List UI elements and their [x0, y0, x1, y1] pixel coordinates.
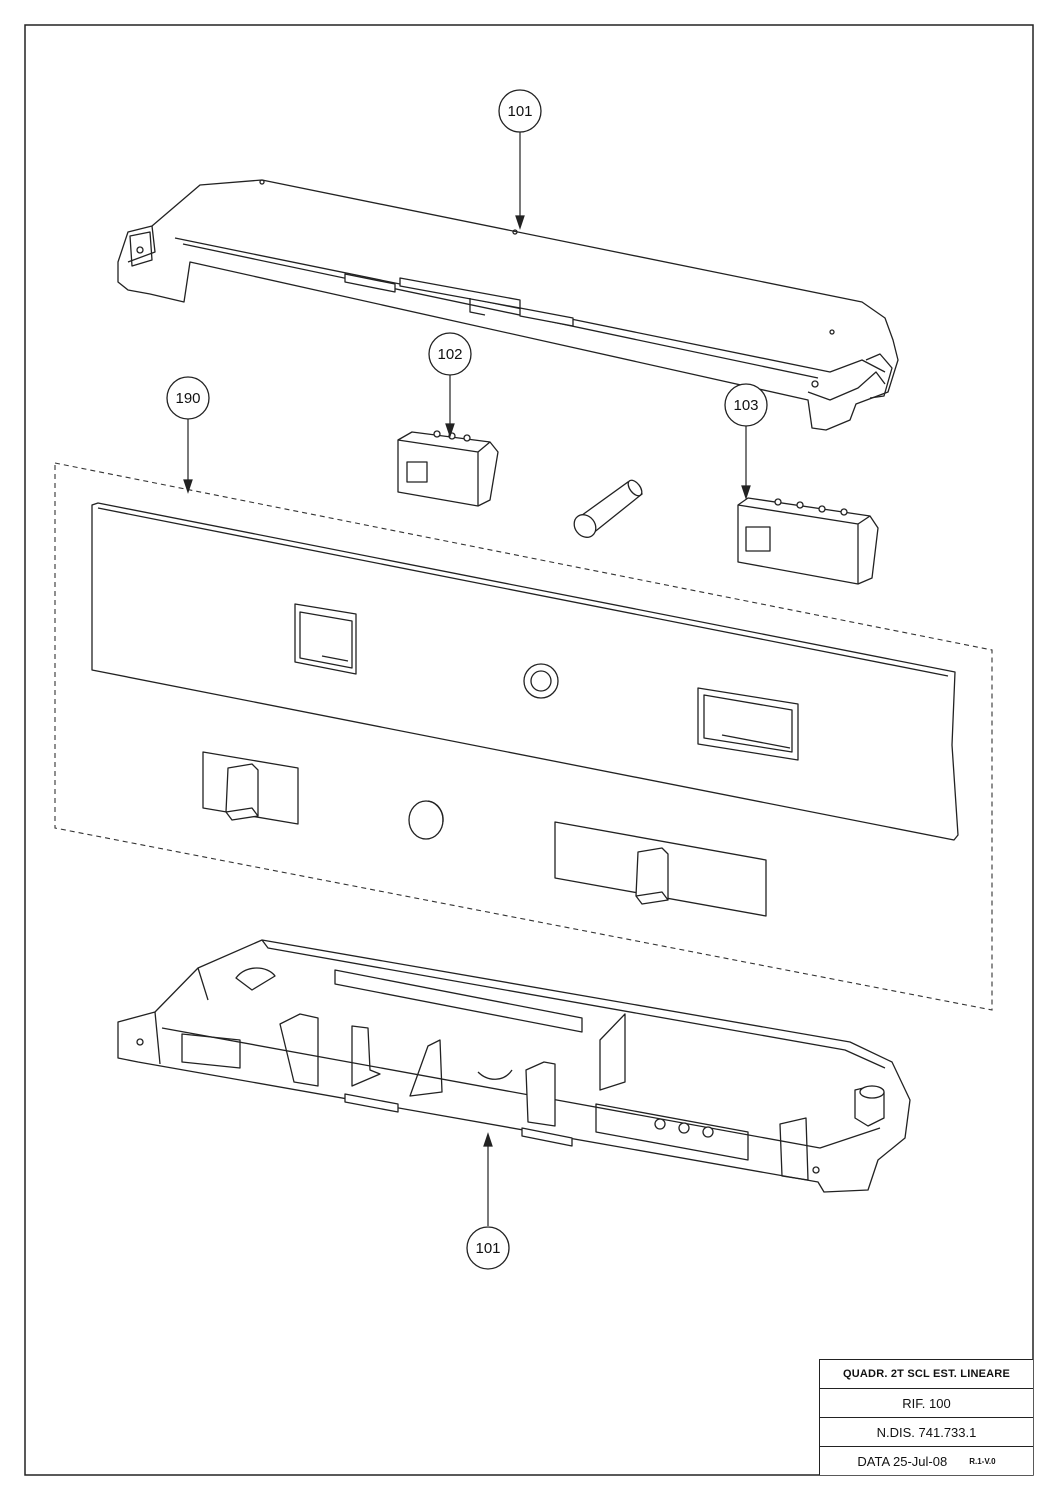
panel-group-boundary [54, 462, 993, 1011]
title-block-date: DATA 25-Jul-08 [857, 1454, 948, 1469]
left-rocker-part [202, 751, 299, 825]
callout-101-bottom: 101 [466, 1226, 510, 1270]
indicator-lens-part [408, 800, 444, 840]
leader-lines [183, 132, 751, 1226]
switch-103-part [737, 497, 879, 585]
callout-label-190: 190 [175, 390, 200, 407]
bulb-part [573, 479, 644, 538]
top-housing-part [117, 179, 899, 431]
callout-190: 190 [166, 376, 210, 420]
callout-label-101-top: 101 [507, 103, 532, 120]
drawing-frame [24, 24, 1034, 1476]
title-block-title: QUADR. 2T SCL EST. LINEARE [820, 1360, 1033, 1389]
callout-label-102: 102 [437, 346, 462, 363]
front-panel-part [91, 502, 959, 841]
callout-103: 103 [724, 383, 768, 427]
bottom-housing-part [117, 939, 911, 1193]
title-block-ndis: N.DIS. 741.733.1 [820, 1418, 1033, 1447]
callout-label-101-bottom: 101 [475, 1240, 500, 1257]
title-block-rif: RIF. 100 [820, 1389, 1033, 1418]
title-block: QUADR. 2T SCL EST. LINEARE RIF. 100 N.DI… [819, 1359, 1033, 1475]
right-slide-part [554, 821, 767, 917]
callout-label-103: 103 [733, 397, 758, 414]
callout-102: 102 [428, 332, 472, 376]
switch-102-part [397, 430, 499, 507]
title-block-revision: R.1-V.0 [969, 1457, 996, 1466]
title-block-date-row: DATA 25-Jul-08 R.1-V.0 [820, 1447, 1033, 1476]
callout-101-top: 101 [498, 89, 542, 133]
